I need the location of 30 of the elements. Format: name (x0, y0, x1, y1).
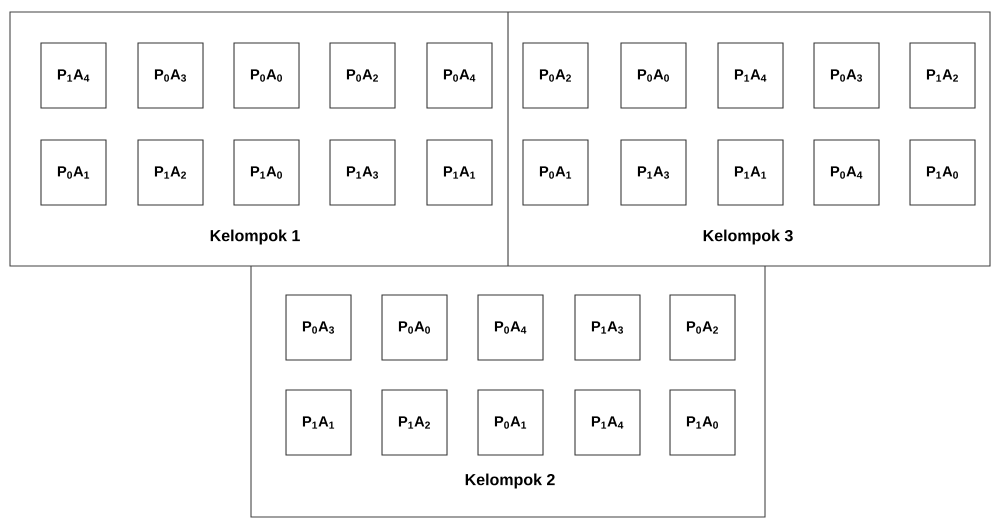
treatment-box: P$_{1}$A$_{1}$ (285, 389, 352, 456)
treatment-box: P$_{0}$A$_{3}$ (285, 294, 352, 361)
treatment-box: P$_{1}$A$_{0}$ (909, 139, 976, 206)
treatment-box: P$_{1}$A$_{4}$ (40, 42, 107, 109)
treatment-box: P$_{0}$A$_{2}$ (329, 42, 396, 109)
treatment-box: P$_{1}$A$_{0}$ (233, 139, 300, 206)
treatment-box: P$_{1}$A$_{4}$ (717, 42, 784, 109)
treatment-box: P$_{0}$A$_{2}$ (669, 294, 736, 361)
treatment-box: P$_{0}$A$_{2}$ (522, 42, 589, 109)
treatment-box: P$_{0}$A$_{4}$ (813, 139, 880, 206)
treatment-box: P$_{1}$A$_{1}$ (426, 139, 493, 206)
treatment-box: P$_{0}$A$_{0}$ (233, 42, 300, 109)
treatment-box: P$_{0}$A$_{4}$ (426, 42, 493, 109)
treatment-box: P$_{1}$A$_{4}$ (574, 389, 641, 456)
treatment-box: P$_{0}$A$_{0}$ (620, 42, 687, 109)
treatment-box: P$_{1}$A$_{2}$ (909, 42, 976, 109)
treatment-box: P$_{1}$A$_{1}$ (717, 139, 784, 206)
treatment-box: P$_{1}$A$_{3}$ (574, 294, 641, 361)
treatment-box: P$_{1}$A$_{2}$ (137, 139, 204, 206)
treatment-box: P$_{0}$A$_{0}$ (381, 294, 448, 361)
treatment-box: P$_{1}$A$_{2}$ (381, 389, 448, 456)
treatment-box: P$_{0}$A$_{1}$ (40, 139, 107, 206)
treatment-box: P$_{1}$A$_{0}$ (669, 389, 736, 456)
treatment-box: P$_{0}$A$_{4}$ (477, 294, 544, 361)
treatment-box: P$_{0}$A$_{3}$ (813, 42, 880, 109)
treatment-box: P$_{0}$A$_{3}$ (137, 42, 204, 109)
treatment-box: P$_{0}$A$_{1}$ (522, 139, 589, 206)
treatment-box: P$_{0}$A$_{1}$ (477, 389, 544, 456)
treatment-box: P$_{1}$A$_{3}$ (329, 139, 396, 206)
treatment-box: P$_{1}$A$_{3}$ (620, 139, 687, 206)
